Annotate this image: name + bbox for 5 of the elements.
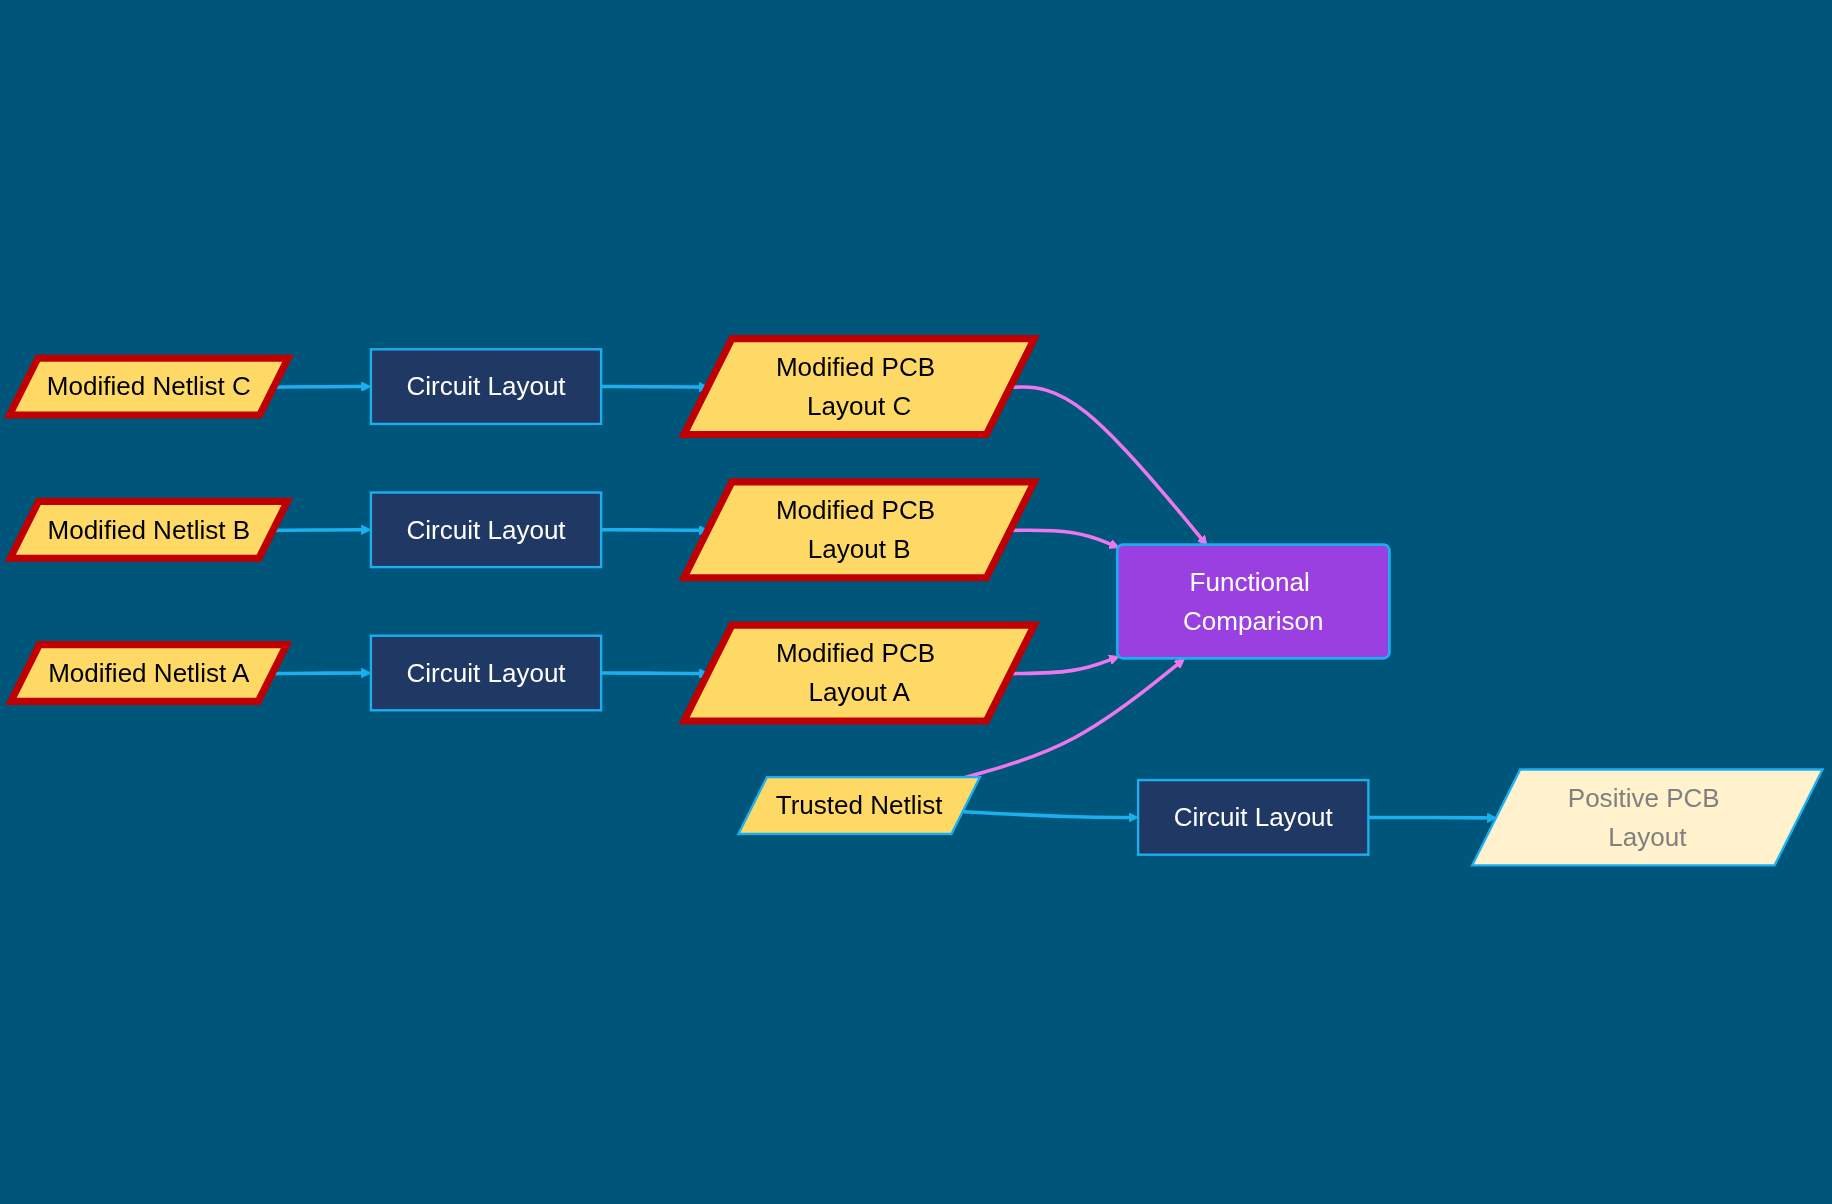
node-box: Circuit Layout [1136,778,1370,856]
node-box: Circuit Layout [369,491,603,569]
node-box: Circuit Layout [369,348,603,426]
node-box: Circuit Layout [369,634,603,712]
arrow [963,810,1139,823]
